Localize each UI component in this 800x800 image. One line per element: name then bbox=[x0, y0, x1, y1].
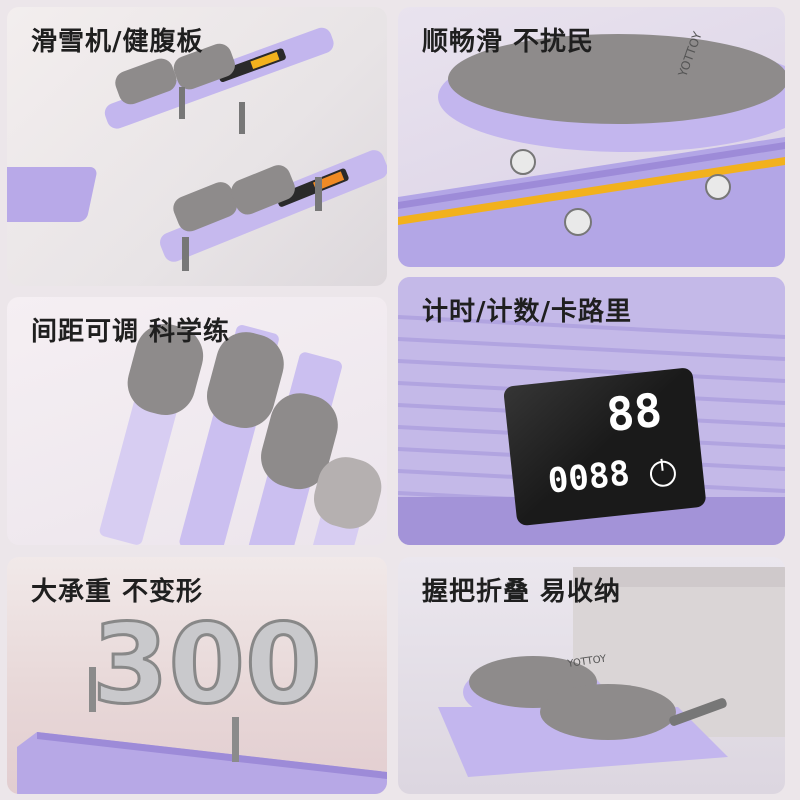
tile-title: 计时/计数/卡路里 bbox=[422, 297, 632, 327]
feature-tile-foldable: 握把折叠 易收纳 YOTTOY bbox=[398, 557, 785, 794]
tile-title: 间距可调 科学练 bbox=[31, 317, 231, 347]
glide-closeup-illustration: YOTTOY bbox=[398, 29, 785, 267]
ab-board-pad bbox=[7, 167, 97, 222]
tile-title: 顺畅滑 不扰民 bbox=[422, 27, 595, 57]
load-number: 300 bbox=[92, 600, 322, 728]
load-capacity-illustration: 300 bbox=[17, 599, 387, 794]
display-digit-large: 88 bbox=[604, 383, 665, 442]
feature-tile-display: 计时/计数/卡路里 88 0088 bbox=[398, 277, 785, 545]
feature-tile-adjustable-spacing: 间距可调 科学练 bbox=[7, 297, 387, 545]
lcd-display-illustration: 88 0088 bbox=[398, 277, 785, 545]
adjustable-rails-illustration bbox=[99, 323, 382, 545]
tile-title: 握把折叠 易收纳 bbox=[422, 577, 622, 607]
feature-tile-load-capacity: 大承重 不变形 300 bbox=[7, 557, 387, 794]
display-digit-small: 0088 bbox=[546, 453, 632, 501]
foldable-storage-illustration: YOTTOY bbox=[438, 567, 785, 777]
feature-tile-ski-machine: 滑雪机/健腹板 bbox=[7, 7, 387, 286]
feature-tile-smooth-glide: 顺畅滑 不扰民 YOTTOY bbox=[398, 7, 785, 267]
tile-title: 大承重 不变形 bbox=[31, 577, 204, 607]
tile-title: 滑雪机/健腹板 bbox=[31, 27, 204, 57]
ski-machine-illustration bbox=[7, 27, 387, 271]
